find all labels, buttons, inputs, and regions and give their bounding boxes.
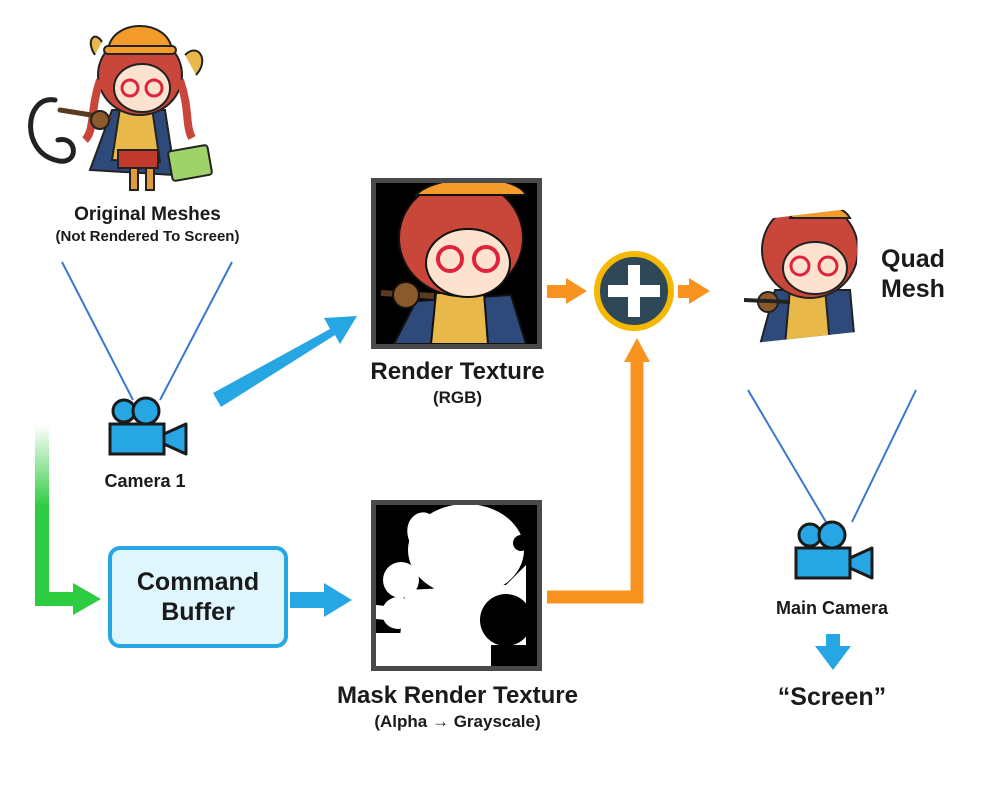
render-texture-title: Render Texture — [370, 358, 545, 385]
command-buffer-line1: Command — [136, 568, 260, 596]
main-camera-to-screen-arrow — [815, 634, 851, 670]
main-camera-label: Main Camera — [775, 598, 889, 618]
original-meshes-subtitle: (Not Rendered To Screen) — [55, 228, 240, 245]
original-meshes-title: Original Meshes — [74, 204, 221, 225]
mask-render-texture-subtitle: (Alpha → Grayscale) — [374, 712, 541, 731]
quad-mesh-character — [740, 208, 858, 344]
camera-1-icon — [108, 396, 188, 456]
quad-mesh-line1: Quad — [881, 245, 945, 273]
mask-render-texture-image — [371, 500, 542, 671]
green-flow-arrow — [35, 425, 101, 615]
original-meshes-character — [28, 25, 213, 191]
mask-to-plus-arrow — [547, 338, 650, 604]
render-to-plus-arrow — [547, 278, 587, 304]
screen-label: “Screen” — [777, 683, 887, 711]
quad-mesh-label: Quad Mesh — [868, 244, 958, 304]
command-buffer-line2: Buffer — [161, 598, 235, 626]
camera-1-label: Camera 1 — [104, 471, 186, 491]
main-camera-icon — [794, 520, 874, 580]
plus-icon — [594, 251, 674, 331]
render-texture-image — [371, 178, 542, 349]
mask-texture-content — [376, 505, 537, 666]
command-buffer-box: Command Buffer — [108, 546, 288, 648]
camera-to-render-texture-arrow — [213, 316, 357, 407]
plus-to-quad-arrow — [678, 278, 710, 304]
quad-mesh-line2: Mesh — [881, 275, 945, 303]
mask-render-texture-title: Mask Render Texture — [337, 682, 578, 709]
buffer-to-mask-arrow — [290, 583, 352, 617]
render-texture-subtitle: (RGB) — [432, 388, 483, 407]
render-texture-content — [376, 183, 537, 344]
